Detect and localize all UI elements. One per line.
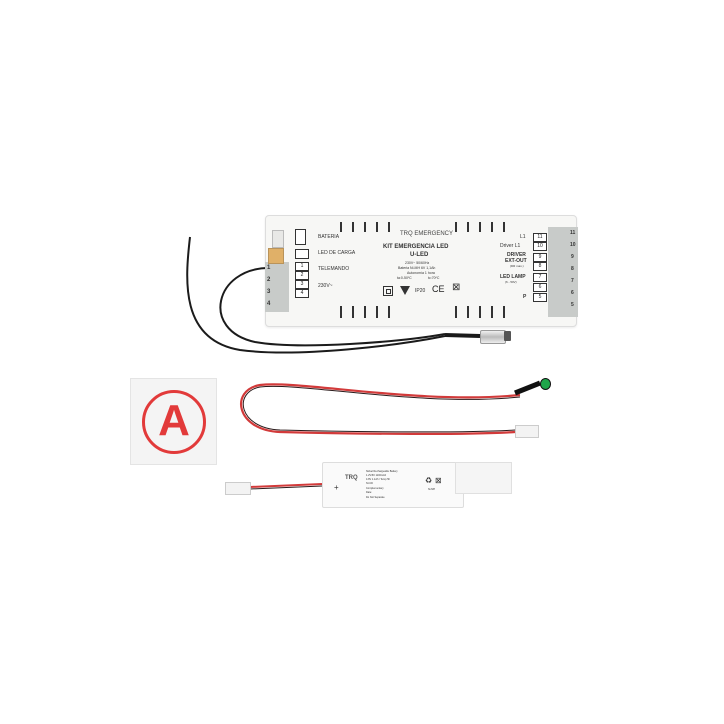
- emergency-driver-housing: [265, 215, 577, 327]
- battery-brand: TRQ: [345, 475, 358, 481]
- label-led-carga: LED DE CARGA: [318, 250, 356, 256]
- brand-logo: TRQ EMERGENCY: [400, 231, 454, 237]
- label-led-lamp: LED LAMP: [500, 274, 526, 280]
- label-led-lamp-note: (6 - 50V): [505, 280, 517, 284]
- battery-line-4: NI-CD: [366, 482, 373, 485]
- spec-tc: tc:70ºC: [428, 276, 440, 280]
- battery-lead-connector: [225, 482, 251, 495]
- battery-line-2: 1.2V/6V 1100mAh: [366, 474, 387, 477]
- f-mark-icon: [400, 286, 410, 295]
- battery-line-6: Date:: [366, 491, 372, 494]
- battery-socket: [272, 230, 284, 248]
- right-box-6: 6: [533, 283, 547, 292]
- vent-slots-top-left: [340, 222, 400, 232]
- double-insulation-icon: [383, 286, 393, 296]
- battery-recycle-note: Ni-MH: [428, 488, 436, 491]
- terminal-label-1: 1: [295, 262, 309, 271]
- label-230v: 230V~: [318, 283, 333, 289]
- left-terminal-1: 1: [267, 265, 271, 271]
- left-terminal-block: [265, 262, 289, 312]
- right-terminal-9: 9: [571, 254, 574, 260]
- battery-pack: [322, 462, 464, 508]
- battery-line-3: 4.8V 1.1Ah / Temp 5h: [366, 478, 390, 481]
- terminal-label-2: 2: [295, 271, 309, 280]
- label-driver: DRIVER: [507, 252, 526, 258]
- terminal-label-4: 4: [295, 289, 309, 298]
- sticker-circle: [142, 390, 206, 454]
- right-box-8: 8: [533, 262, 547, 271]
- battery-polarity: +: [334, 483, 339, 492]
- battery-line-1: Nickel Rechargeable Battery: [366, 470, 398, 473]
- product-model: U-LED: [410, 252, 429, 258]
- label-driver-l1: Driver L1: [500, 243, 521, 249]
- right-box-7: 7: [533, 273, 547, 282]
- led-indicator: [540, 378, 551, 390]
- left-terminal-3: 3: [267, 289, 271, 295]
- ip-rating: IP20: [415, 288, 426, 294]
- right-terminal-10: 10: [570, 242, 576, 248]
- product-title: KIT EMERGENCIA LED: [383, 244, 449, 250]
- vent-slots-bottom-left: [340, 306, 400, 318]
- ce-mark: CE: [432, 284, 445, 294]
- recycle-icon: ♻: [425, 476, 433, 485]
- right-box-5: 5: [533, 293, 547, 302]
- led-charge-box: [295, 249, 309, 259]
- right-terminal-6: 6: [571, 290, 574, 296]
- battery-pack-extension: [455, 462, 512, 494]
- label-p: P: [523, 294, 527, 300]
- right-box-9: 9: [533, 253, 547, 262]
- metal-connector: [480, 330, 506, 344]
- left-terminal-2: 2: [267, 277, 271, 283]
- vent-slots-bottom-right: [455, 306, 515, 318]
- spec-autonomy: Autonomía 1 hora: [407, 271, 435, 275]
- battery-line-7: Do Not Separate: [366, 496, 385, 499]
- spec-battery: Bateria Ni-MH 6V 1,1Ah: [398, 266, 436, 270]
- label-ext-out: EXT-OUT: [505, 258, 527, 264]
- right-terminal-8: 8: [571, 266, 574, 272]
- right-terminal-block: [548, 227, 578, 317]
- battery-connector-box: [295, 229, 306, 245]
- label-telemando: TELEMANDO: [318, 266, 350, 272]
- led-cable-connector: [515, 425, 539, 438]
- sticker-letter: A: [158, 396, 190, 445]
- right-box-11: 11: [533, 233, 547, 242]
- metal-connector-cap: [504, 331, 511, 341]
- battery-line-5: Complementary: [366, 487, 384, 490]
- right-box-10: 10: [533, 242, 547, 251]
- battery-weee-icon: ⊠: [435, 476, 442, 485]
- label-ext-out-note: (DR max.): [510, 264, 524, 268]
- spec-ta: ta:0-50ºC: [397, 276, 412, 280]
- right-terminal-11: 11: [570, 230, 576, 236]
- vent-slots-top-right: [455, 222, 515, 232]
- led-charge-socket: [268, 248, 284, 264]
- right-terminal-5: 5: [571, 302, 574, 308]
- label-l1: L1: [520, 234, 526, 240]
- weee-bin-icon: ⊠: [452, 282, 461, 293]
- left-terminal-4: 4: [267, 301, 271, 307]
- label-bateria: BATERIA: [318, 234, 340, 240]
- terminal-label-3: 3: [295, 280, 309, 289]
- spec-voltage: 230V~ 50/60Hz: [405, 261, 430, 265]
- right-terminal-7: 7: [571, 278, 574, 284]
